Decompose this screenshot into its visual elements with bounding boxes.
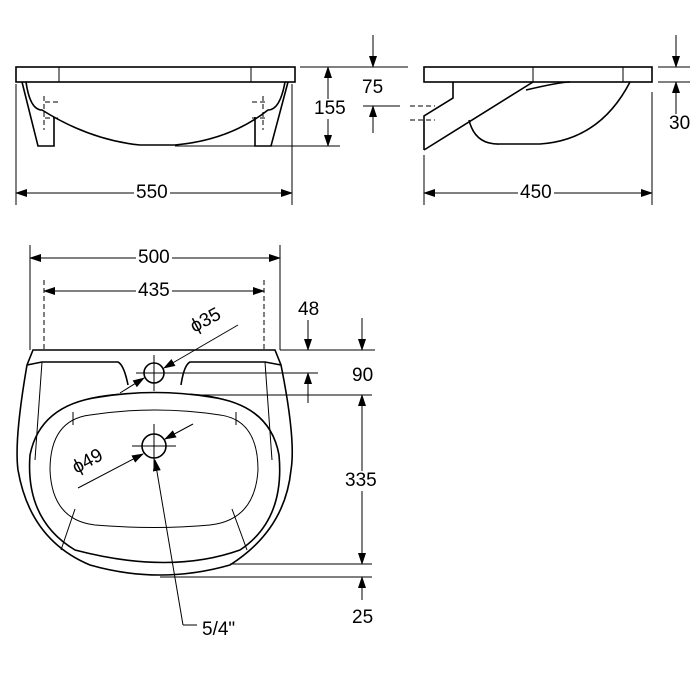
drain-size-label: 5/4" [200, 619, 238, 640]
dim-height-155: 155 [312, 98, 348, 119]
dim-48: 48 [296, 299, 322, 320]
side-view [305, 35, 690, 205]
dim-top-offset-75: 75 [360, 77, 386, 98]
dim-335: 335 [343, 470, 379, 491]
top-view [16, 245, 375, 626]
dim-rim-30: 30 [667, 113, 693, 134]
dim-90: 90 [350, 365, 376, 386]
dim-depth-450: 450 [518, 182, 554, 203]
dim-width-550: 550 [134, 182, 170, 203]
dim-width-500: 500 [136, 247, 172, 268]
dim-spacing-435: 435 [136, 280, 172, 301]
dim-25: 25 [350, 607, 376, 628]
front-view [15, 66, 340, 205]
